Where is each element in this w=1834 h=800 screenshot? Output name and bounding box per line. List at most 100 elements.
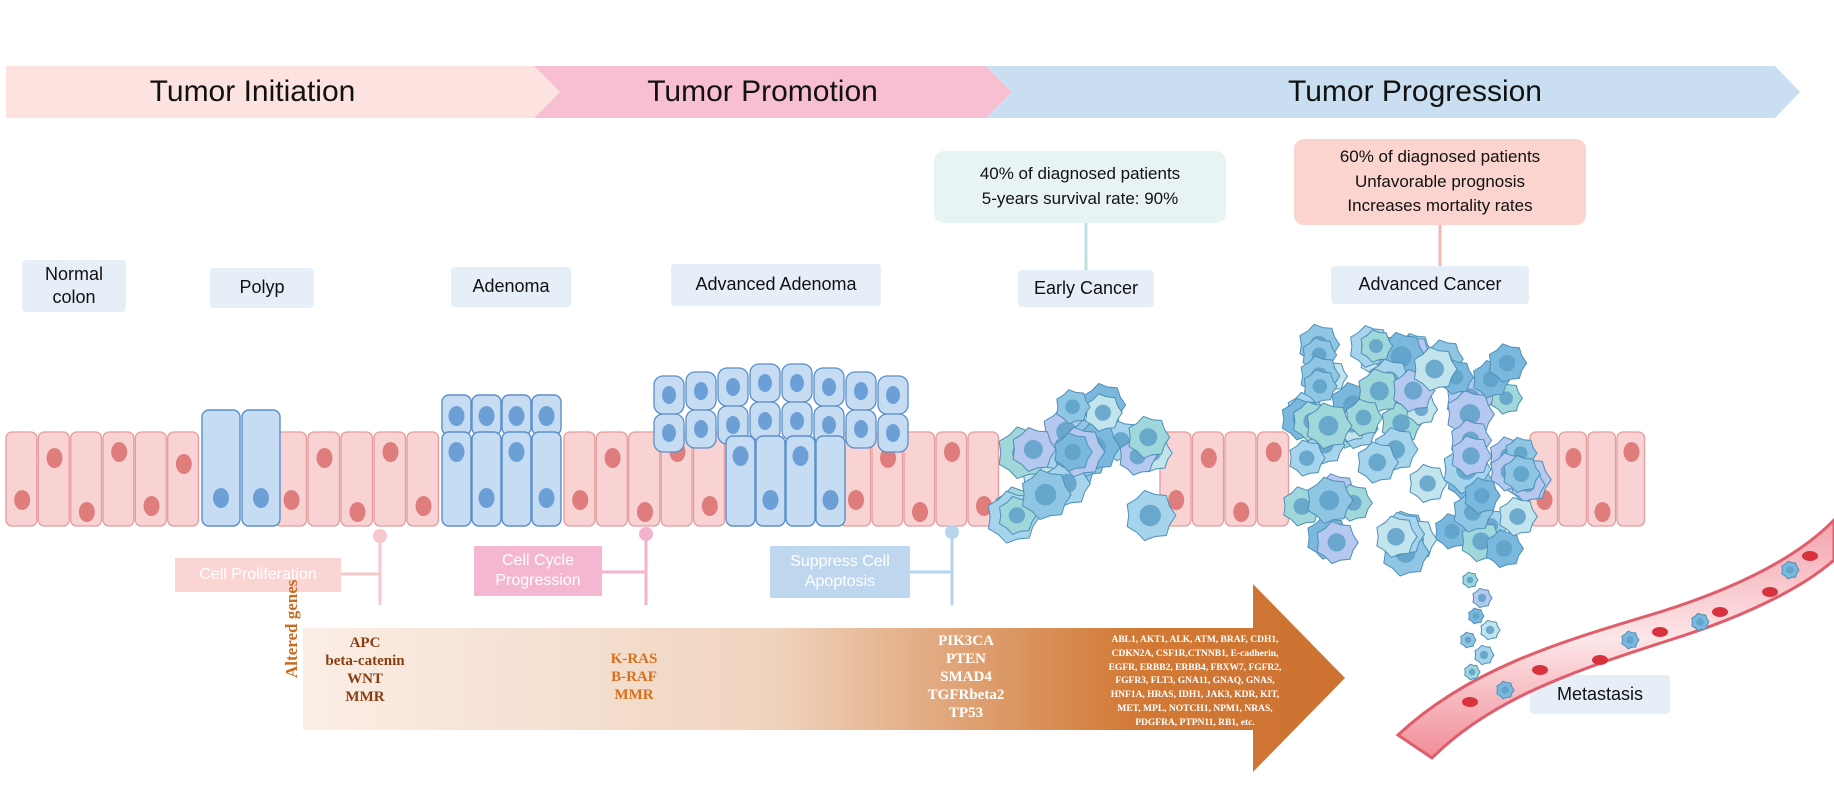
cell-nucleus — [111, 442, 128, 462]
tumor-nucleus — [1425, 359, 1445, 379]
cell-nucleus — [1565, 448, 1582, 468]
cell-nucleus — [790, 374, 804, 392]
red-blood-cell — [1652, 627, 1668, 637]
stage-normal-colon: Normal colon — [22, 260, 126, 312]
tumor-nucleus — [1472, 532, 1490, 551]
tumor-nucleus — [1327, 533, 1346, 552]
early-stat-line1: 40% of diagnosed patients — [979, 164, 1181, 184]
phase-promotion-label: Tumor Promotion — [647, 75, 878, 108]
cell-nucleus — [726, 416, 740, 434]
cell-nucleus — [143, 496, 160, 516]
tumor-nucleus — [1139, 428, 1158, 447]
tumor-nucleus — [1466, 576, 1474, 584]
tumor-nucleus — [1501, 686, 1509, 694]
epithelial-cell — [1191, 431, 1225, 527]
tumor-nucleus — [1509, 508, 1526, 525]
epithelial-cell — [5, 431, 38, 527]
cell-nucleus — [912, 502, 928, 522]
cell-nucleus — [213, 488, 229, 508]
early-cancer-tumor — [987, 382, 1177, 544]
epithelial-cell — [628, 431, 661, 527]
apoptosis-pin — [945, 525, 959, 539]
cell-nucleus — [662, 424, 676, 442]
cell-nucleus — [448, 406, 465, 426]
tumor-nucleus — [1404, 381, 1423, 400]
tumor-nucleus — [1495, 540, 1513, 557]
cell-nucleus — [46, 448, 63, 468]
cell-nucleus — [1168, 490, 1185, 510]
cell-nucleus — [886, 424, 900, 442]
cell-nucleus — [448, 442, 465, 462]
process-cell-proliferation: Cell Proliferation — [175, 558, 341, 592]
cell-nucleus — [662, 386, 676, 404]
phase-banner-progression — [986, 66, 1800, 118]
advanced-stat-line3: Increases mortality rates — [1347, 196, 1533, 216]
cell-cycle-pin — [639, 527, 653, 541]
stage-advanced-adenoma: Advanced Adenoma — [671, 264, 881, 306]
red-blood-cell — [1712, 607, 1728, 617]
adenoma-cell — [471, 431, 502, 527]
adenoma-cell — [531, 431, 562, 527]
stage-polyp: Polyp — [210, 268, 314, 308]
tumor-nucleus — [1444, 523, 1460, 539]
cell-nucleus — [382, 442, 399, 462]
cell-nucleus — [1623, 442, 1640, 462]
cell-nucleus — [694, 420, 708, 438]
epithelial-cell — [595, 431, 628, 527]
red-blood-cell — [1532, 665, 1548, 675]
cell-nucleus — [478, 488, 495, 508]
genes-initiation: APC beta-catenin WNT MMR — [325, 635, 405, 705]
cell-nucleus — [538, 406, 555, 426]
tumor-nucleus — [1696, 618, 1704, 626]
tumor-nucleus — [1034, 483, 1057, 506]
cell-nucleus — [78, 502, 95, 522]
tumor-nucleus — [1392, 414, 1410, 432]
cell-nucleus — [1233, 502, 1250, 522]
cell-nucleus — [790, 412, 804, 430]
phase-initiation-label: Tumor Initiation — [149, 75, 356, 108]
red-blood-cell — [1802, 551, 1818, 561]
genes-promotion: K-RAS B-RAF MMR — [610, 651, 658, 703]
stage-advanced-cancer: Advanced Cancer — [1331, 266, 1529, 304]
tumor-nucleus — [1459, 404, 1481, 425]
cell-nucleus — [880, 448, 896, 468]
adenoma-cell — [201, 409, 241, 527]
cell-nucleus — [732, 446, 749, 466]
cell-nucleus — [572, 490, 589, 510]
red-blood-cell — [1592, 655, 1608, 665]
cell-nucleus — [854, 382, 868, 400]
tumor-nucleus — [1464, 636, 1472, 644]
genes-progression: PIK3CA PTEN SMAD4 TGFRbeta2 TP53 — [927, 633, 1005, 721]
tumor-nucleus — [1355, 409, 1372, 426]
tumor-nucleus — [1786, 566, 1794, 574]
cell-nucleus — [758, 412, 772, 430]
process-cell-cycle: Cell Cycle Progression — [474, 546, 602, 596]
cell-nucleus — [637, 502, 653, 522]
cell-nucleus — [508, 442, 525, 462]
phase-banner-initiation — [6, 66, 560, 118]
stage-early-cancer: Early Cancer — [1018, 270, 1154, 307]
cell-nucleus — [762, 490, 779, 510]
tumor-nucleus — [1419, 475, 1436, 492]
cell-nucleus — [701, 496, 718, 516]
stage-adenoma: Adenoma — [451, 267, 571, 307]
proliferation-pin — [373, 529, 387, 543]
tumor-nucleus — [1462, 447, 1480, 465]
tumor-nucleus — [1065, 399, 1080, 415]
red-blood-cell — [1462, 697, 1478, 707]
cell-nucleus — [694, 382, 708, 400]
cell-nucleus — [822, 378, 836, 396]
tumor-nucleus — [1485, 625, 1495, 635]
epithelial-cell — [903, 431, 936, 527]
tumor-nucleus — [1479, 650, 1489, 660]
cell-nucleus — [349, 502, 366, 522]
tumor-nucleus — [1023, 440, 1043, 459]
cell-nucleus — [1594, 502, 1611, 522]
tumor-nucleus — [1390, 346, 1412, 367]
tumor-nucleus — [1368, 453, 1387, 472]
epithelial-cell — [307, 431, 341, 527]
process-connectors — [340, 525, 959, 605]
epithelial-cell — [37, 431, 70, 527]
